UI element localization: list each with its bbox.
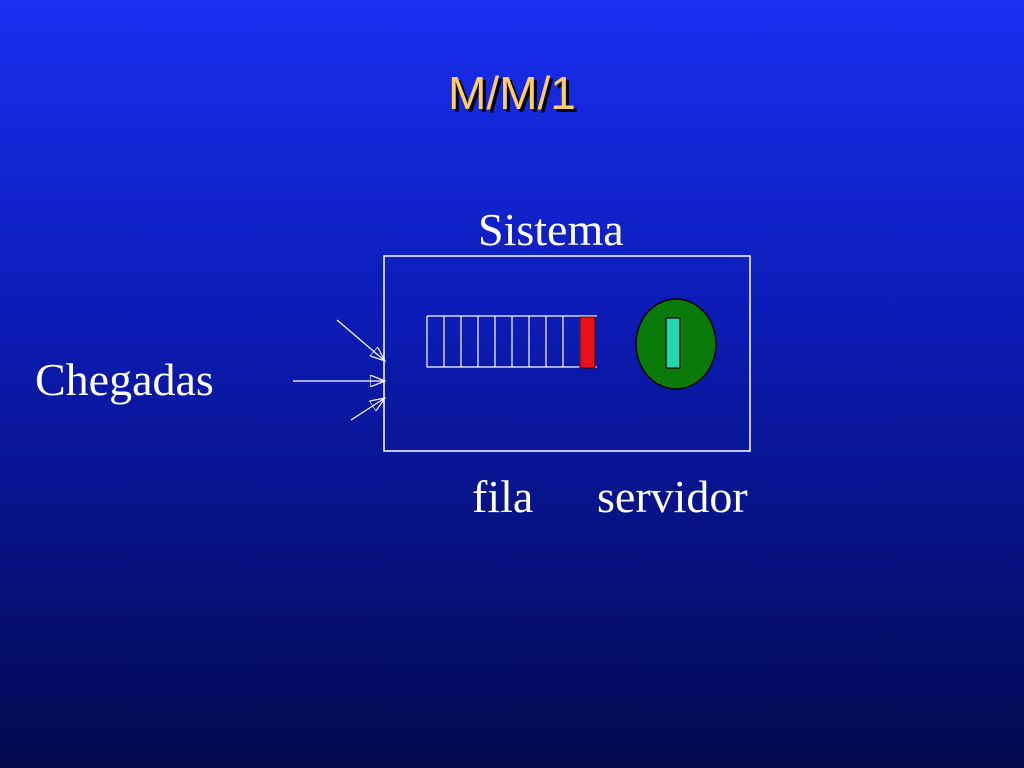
slide-title: M/M/1 <box>448 67 576 119</box>
server-customer <box>665 317 681 369</box>
queue-customer <box>579 316 596 369</box>
arrivals-label: Chegadas <box>35 354 214 405</box>
system-label: Sistema <box>478 204 624 255</box>
queue-label: fila <box>472 471 534 522</box>
arrival-arrow-icon <box>350 398 385 421</box>
server-label: servidor <box>597 471 748 522</box>
queue-buffer <box>426 315 597 368</box>
arrival-arrow-icon <box>336 319 385 361</box>
